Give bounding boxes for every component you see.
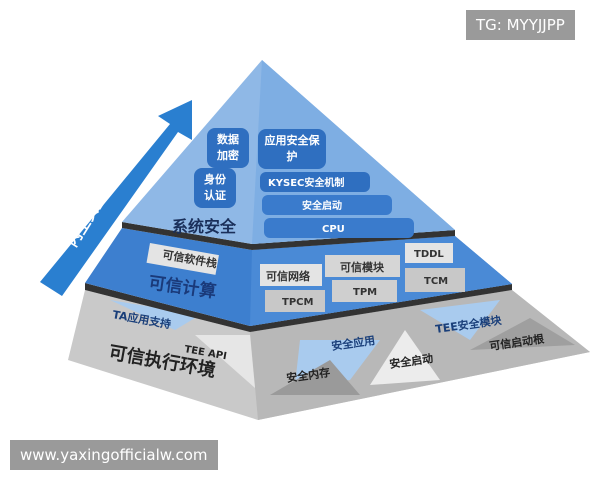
watermark-bottom: www.yaxingofficialw.com (10, 440, 218, 470)
top-item-data-encryption: 数据加密 (217, 133, 239, 162)
middle-item: 可信模块 (340, 260, 385, 274)
bottom-item: 安全内存 (285, 365, 331, 385)
middle-item: TDDL (414, 249, 444, 260)
top-item: KYSEC安全机制 (268, 176, 344, 189)
middle-item: TCM (424, 276, 448, 287)
middle-item: TPCM (282, 297, 313, 308)
middle-item: TPM (353, 287, 377, 298)
bottom-item: 安全启动 (388, 351, 434, 371)
watermark-top: TG: MYYJJPP (466, 10, 575, 40)
middle-boxes (260, 243, 465, 312)
bottom-item: 安全应用 (330, 333, 376, 353)
top-item-identity-auth: 身份认证 (204, 173, 226, 202)
top-layer-title: 系统安全 (172, 217, 237, 236)
top-item-app-protection: 应用安全保护 (264, 134, 320, 163)
top-item: 安全启动 (302, 199, 342, 212)
arrow-icon (40, 100, 192, 296)
middle-item: 可信网络 (266, 269, 310, 283)
top-item: CPU (322, 224, 345, 235)
